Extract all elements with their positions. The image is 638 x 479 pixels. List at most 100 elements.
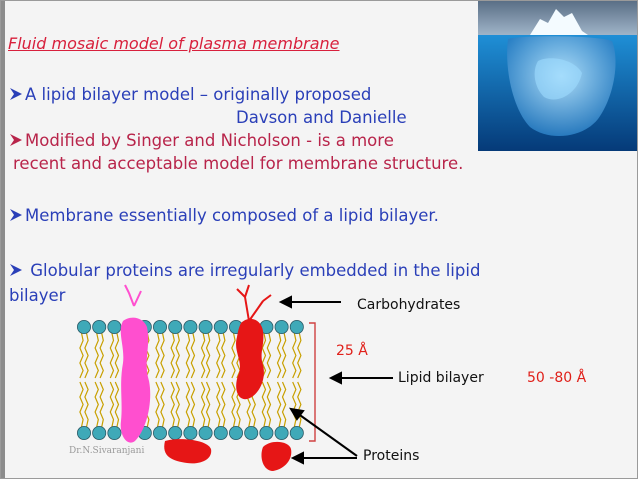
left-border-rule: [1, 1, 5, 478]
lipid-tail: [109, 332, 115, 379]
lipid-tail: [170, 381, 175, 428]
lipid-tail: [79, 381, 84, 428]
lipid-tail: [292, 381, 297, 428]
lipid-head: [228, 425, 243, 440]
lipid-tail: [145, 332, 150, 379]
lipid-tail: [266, 381, 272, 428]
lipid-tail: [297, 381, 302, 428]
lipid-tail: [155, 332, 160, 379]
lipid-head: [198, 319, 213, 334]
bullet-4-line-2: bilayer: [9, 286, 66, 305]
lipid-tail: [84, 381, 89, 428]
iceberg-image: [478, 1, 637, 151]
lipid-head: [244, 425, 259, 440]
bullet-3: Membrane essentially composed of a lipid…: [9, 206, 439, 225]
right-arrow-bullet-icon: [10, 209, 22, 221]
bullet-4-line-1: Globular proteins are irregularly embedd…: [25, 261, 481, 280]
lipid-head: [289, 319, 304, 334]
membrane-diagram: [77, 284, 393, 471]
lipid-tail: [276, 381, 282, 428]
carbohydrates-label: Carbohydrates: [357, 297, 461, 313]
peripheral-protein-right: [261, 441, 292, 471]
lipid-head: [77, 319, 92, 334]
right-arrow-bullet-icon: [10, 88, 22, 100]
lipid-head: [168, 319, 183, 334]
lipid-tail: [231, 381, 236, 428]
lipid-tail: [155, 381, 160, 428]
lipid-tail: [200, 381, 206, 428]
thickness-bracket: [309, 322, 316, 442]
lipid-tail: [205, 332, 211, 379]
lipid-head: [152, 425, 167, 440]
lipid-tail: [99, 332, 104, 379]
bullet-2-line-1: Modified by Singer and Nicholson - is a …: [25, 131, 394, 150]
lipid-head: [274, 319, 289, 334]
bullet-3-text: Membrane essentially composed of a lipid…: [25, 206, 439, 225]
thickness-label: 25 Å: [336, 343, 368, 359]
lipid-tail: [297, 332, 302, 379]
lipid-tail: [160, 332, 165, 379]
lipid-tail: [99, 381, 104, 428]
lipid-head: [77, 425, 92, 440]
lipid-tail: [261, 332, 267, 379]
lipid-tail: [84, 332, 89, 379]
lipid-head: [168, 425, 183, 440]
lipid-head: [274, 425, 289, 440]
lipid-head: [213, 319, 228, 334]
bullet-2: Modified by Singer and Nicholson - is a …: [9, 131, 394, 150]
right-arrow-bullet-icon: [10, 134, 22, 146]
lipid-tail: [190, 381, 196, 428]
lipid-head: [107, 319, 122, 334]
lipid-tail: [205, 381, 211, 428]
lipid-tail: [292, 332, 297, 379]
lipid-head: [259, 425, 274, 440]
lipid-tail: [261, 381, 267, 428]
thickness-range-label: 50 -80 Å: [527, 370, 587, 386]
lipid-head: [107, 425, 122, 440]
lipid-tail: [185, 332, 191, 379]
lipid-head: [198, 425, 213, 440]
bullet-1-line-2: Davson and Danielle: [236, 108, 407, 127]
lipid-head: [92, 425, 107, 440]
lipid-head: [289, 425, 304, 440]
bullet-1: A lipid bilayer model – originally propo…: [9, 85, 371, 104]
lipid-tail: [170, 332, 175, 379]
lipid-tail: [185, 381, 191, 428]
lipid-tail: [231, 332, 236, 379]
lipid-tail: [175, 332, 180, 379]
lipid-head: [183, 319, 198, 334]
lipid-tail: [79, 332, 84, 379]
red-transmembrane-protein: [236, 284, 272, 400]
peripheral-protein-left: [164, 439, 212, 464]
bullet-4: Globular proteins are irregularly embedd…: [9, 261, 480, 280]
lipid-tail: [114, 381, 120, 428]
label-arrows: [278, 295, 393, 465]
lipid-head: [92, 319, 107, 334]
lipid-tail: [94, 381, 99, 428]
lipid-tail: [200, 332, 206, 379]
lipid-tail: [281, 381, 287, 428]
lipid-tails: [79, 332, 302, 428]
lipid-head: [213, 425, 228, 440]
slide-title: Fluid mosaic model of plasma membrane: [8, 34, 340, 53]
lipid-tail: [276, 332, 282, 379]
lipid-head: [183, 425, 198, 440]
bullet-2-line-2: recent and acceptable model for membrane…: [13, 154, 464, 173]
lipid-tail: [109, 381, 115, 428]
lipid-tail: [266, 332, 272, 379]
lipid-head: [152, 319, 167, 334]
lipid-bilayer-label: Lipid bilayer: [398, 370, 484, 386]
lipid-tail: [221, 381, 226, 428]
author-credit: Dr.N.Sivaranjani: [69, 446, 145, 456]
lipid-tail: [175, 381, 180, 428]
lipid-tail: [114, 332, 120, 379]
lipid-tail: [160, 381, 165, 428]
lipid-tail: [94, 332, 99, 379]
lipid-tail: [281, 332, 287, 379]
lipid-tail: [190, 332, 196, 379]
right-arrow-bullet-icon: [10, 264, 22, 276]
lipid-tail: [216, 381, 221, 428]
proteins-label: Proteins: [363, 448, 420, 464]
bullet-1-line-1: A lipid bilayer model – originally propo…: [25, 85, 372, 104]
